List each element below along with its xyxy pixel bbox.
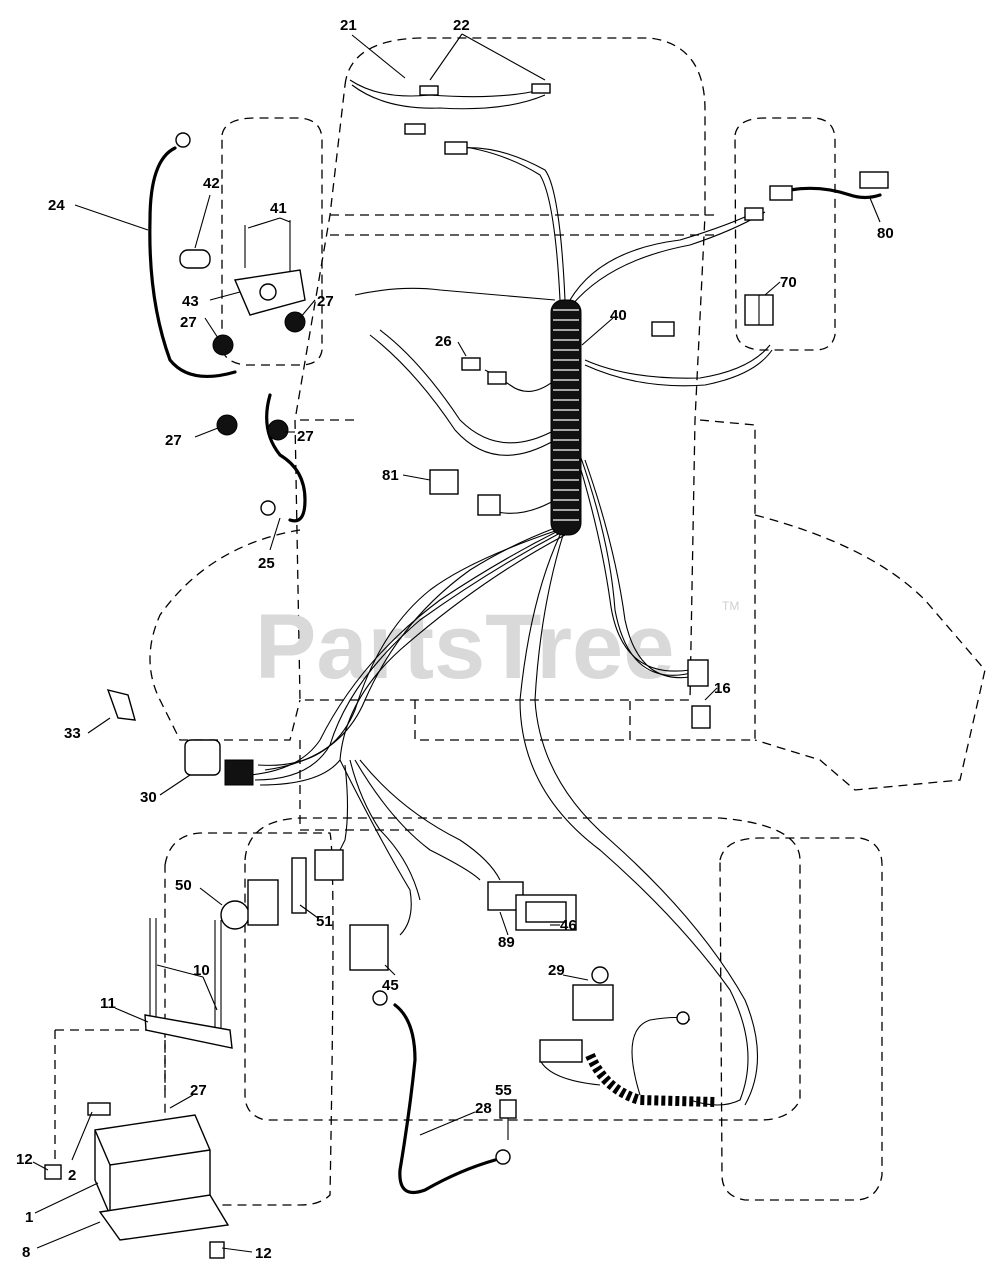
callout-80: 80 — [877, 225, 894, 242]
ignition-plug-30 — [224, 759, 254, 786]
clip-42 — [179, 249, 211, 269]
bolt-2 — [87, 1102, 111, 1116]
cable-24 — [148, 146, 237, 379]
cable-80 — [788, 186, 882, 200]
relay-81 — [429, 469, 459, 495]
bolt-55 — [499, 1099, 517, 1119]
callout-46: 46 — [560, 917, 577, 934]
callout-11: 11 — [100, 995, 116, 1012]
callout-1: 1 — [25, 1209, 33, 1226]
callout-26: 26 — [435, 333, 452, 350]
connector-26a — [461, 357, 481, 371]
connector-80b — [859, 171, 889, 189]
callout-12a: 12 — [16, 1151, 33, 1168]
connector-29 — [539, 1039, 583, 1063]
hold-down-11 — [144, 1014, 233, 1049]
right-fender-outline — [754, 514, 986, 791]
callout-21: 21 — [340, 17, 357, 34]
callout-89: 89 — [498, 934, 515, 951]
callout-28: 28 — [475, 1100, 492, 1117]
callout-24: 24 — [48, 197, 65, 214]
cable-25 — [265, 393, 307, 523]
callout-27e: 27 — [190, 1082, 207, 1099]
callout-51: 51 — [316, 913, 333, 930]
connector-upper — [444, 141, 468, 155]
nut-12b — [209, 1241, 225, 1259]
cable-28 — [393, 1003, 497, 1195]
callout-55: 55 — [495, 1082, 512, 1099]
callout-33: 33 — [64, 725, 81, 742]
connector-40-side — [651, 321, 675, 337]
callout-22: 22 — [453, 17, 470, 34]
nut-27d — [267, 419, 289, 441]
nut-27c — [216, 414, 238, 436]
callout-27b: 27 — [180, 314, 197, 331]
rear-deck-outline — [244, 817, 801, 1121]
connector-21 — [404, 123, 426, 135]
callout-27c: 27 — [165, 432, 182, 449]
terminal-28-top — [372, 990, 388, 1006]
callout-27a: 27 — [317, 293, 334, 310]
rear-right-wheel-outline — [719, 837, 883, 1201]
ignition-switch-30 — [184, 739, 221, 776]
connector-26b — [487, 371, 507, 385]
front-left-wheel-outline — [221, 117, 323, 366]
coiled-harness-40 — [550, 299, 582, 536]
callout-41: 41 — [270, 200, 287, 217]
front-right-wheel-outline — [734, 117, 836, 351]
nut-27a — [212, 334, 234, 356]
switch-50 — [247, 879, 279, 926]
bracket-51 — [291, 857, 307, 914]
terminal-28-bottom — [495, 1149, 511, 1165]
callout-16: 16 — [714, 680, 731, 697]
terminal-25 — [260, 500, 276, 516]
switch-29 — [572, 984, 614, 1021]
watermark-trademark: TM — [722, 599, 739, 613]
connector-16b — [691, 705, 711, 729]
callout-25: 25 — [258, 555, 275, 572]
leader-lines — [32, 33, 881, 1253]
bracket-33 — [106, 689, 136, 721]
callout-43: 43 — [182, 293, 199, 310]
knob-50 — [220, 900, 250, 930]
watermark-text: PartsTree — [255, 596, 674, 698]
callout-45: 45 — [382, 977, 399, 994]
callout-29: 29 — [548, 962, 565, 979]
callout-8: 8 — [22, 1244, 30, 1261]
connector-22b — [531, 83, 551, 94]
callout-50: 50 — [175, 877, 192, 894]
left-fender-outline — [149, 529, 301, 741]
heavy-cables — [148, 146, 882, 1195]
tray-8 — [98, 1194, 230, 1241]
connector-22a — [419, 85, 439, 96]
connector-51 — [314, 849, 344, 881]
callout-labels: 21 22 24 42 41 43 27 27 27 27 80 70 40 2… — [16, 17, 894, 1262]
module-45 — [349, 924, 389, 971]
callout-30: 30 — [140, 789, 157, 806]
rear-left-wheel-outline — [164, 832, 334, 1206]
coiled-wire-29 — [585, 1016, 716, 1107]
terminal-29 — [676, 1011, 690, 1025]
callout-27d: 27 — [297, 428, 314, 445]
callout-10: 10 — [193, 962, 210, 979]
connector-16a — [687, 659, 709, 687]
callout-42: 42 — [203, 175, 220, 192]
nut-12a — [44, 1164, 62, 1180]
connector-80a — [769, 185, 793, 201]
connector-81 — [477, 494, 501, 516]
callout-40: 40 — [610, 307, 627, 324]
hood-outline — [294, 37, 706, 701]
callout-2: 2 — [68, 1167, 76, 1184]
callout-70: 70 — [780, 274, 797, 291]
callout-12b: 12 — [255, 1245, 272, 1262]
callout-81: 81 — [382, 467, 399, 484]
terminal-24 — [175, 132, 191, 148]
nut-27b — [284, 311, 306, 333]
connector-80c — [744, 207, 764, 221]
parts — [44, 79, 889, 1259]
ring-terminals — [175, 132, 690, 1165]
